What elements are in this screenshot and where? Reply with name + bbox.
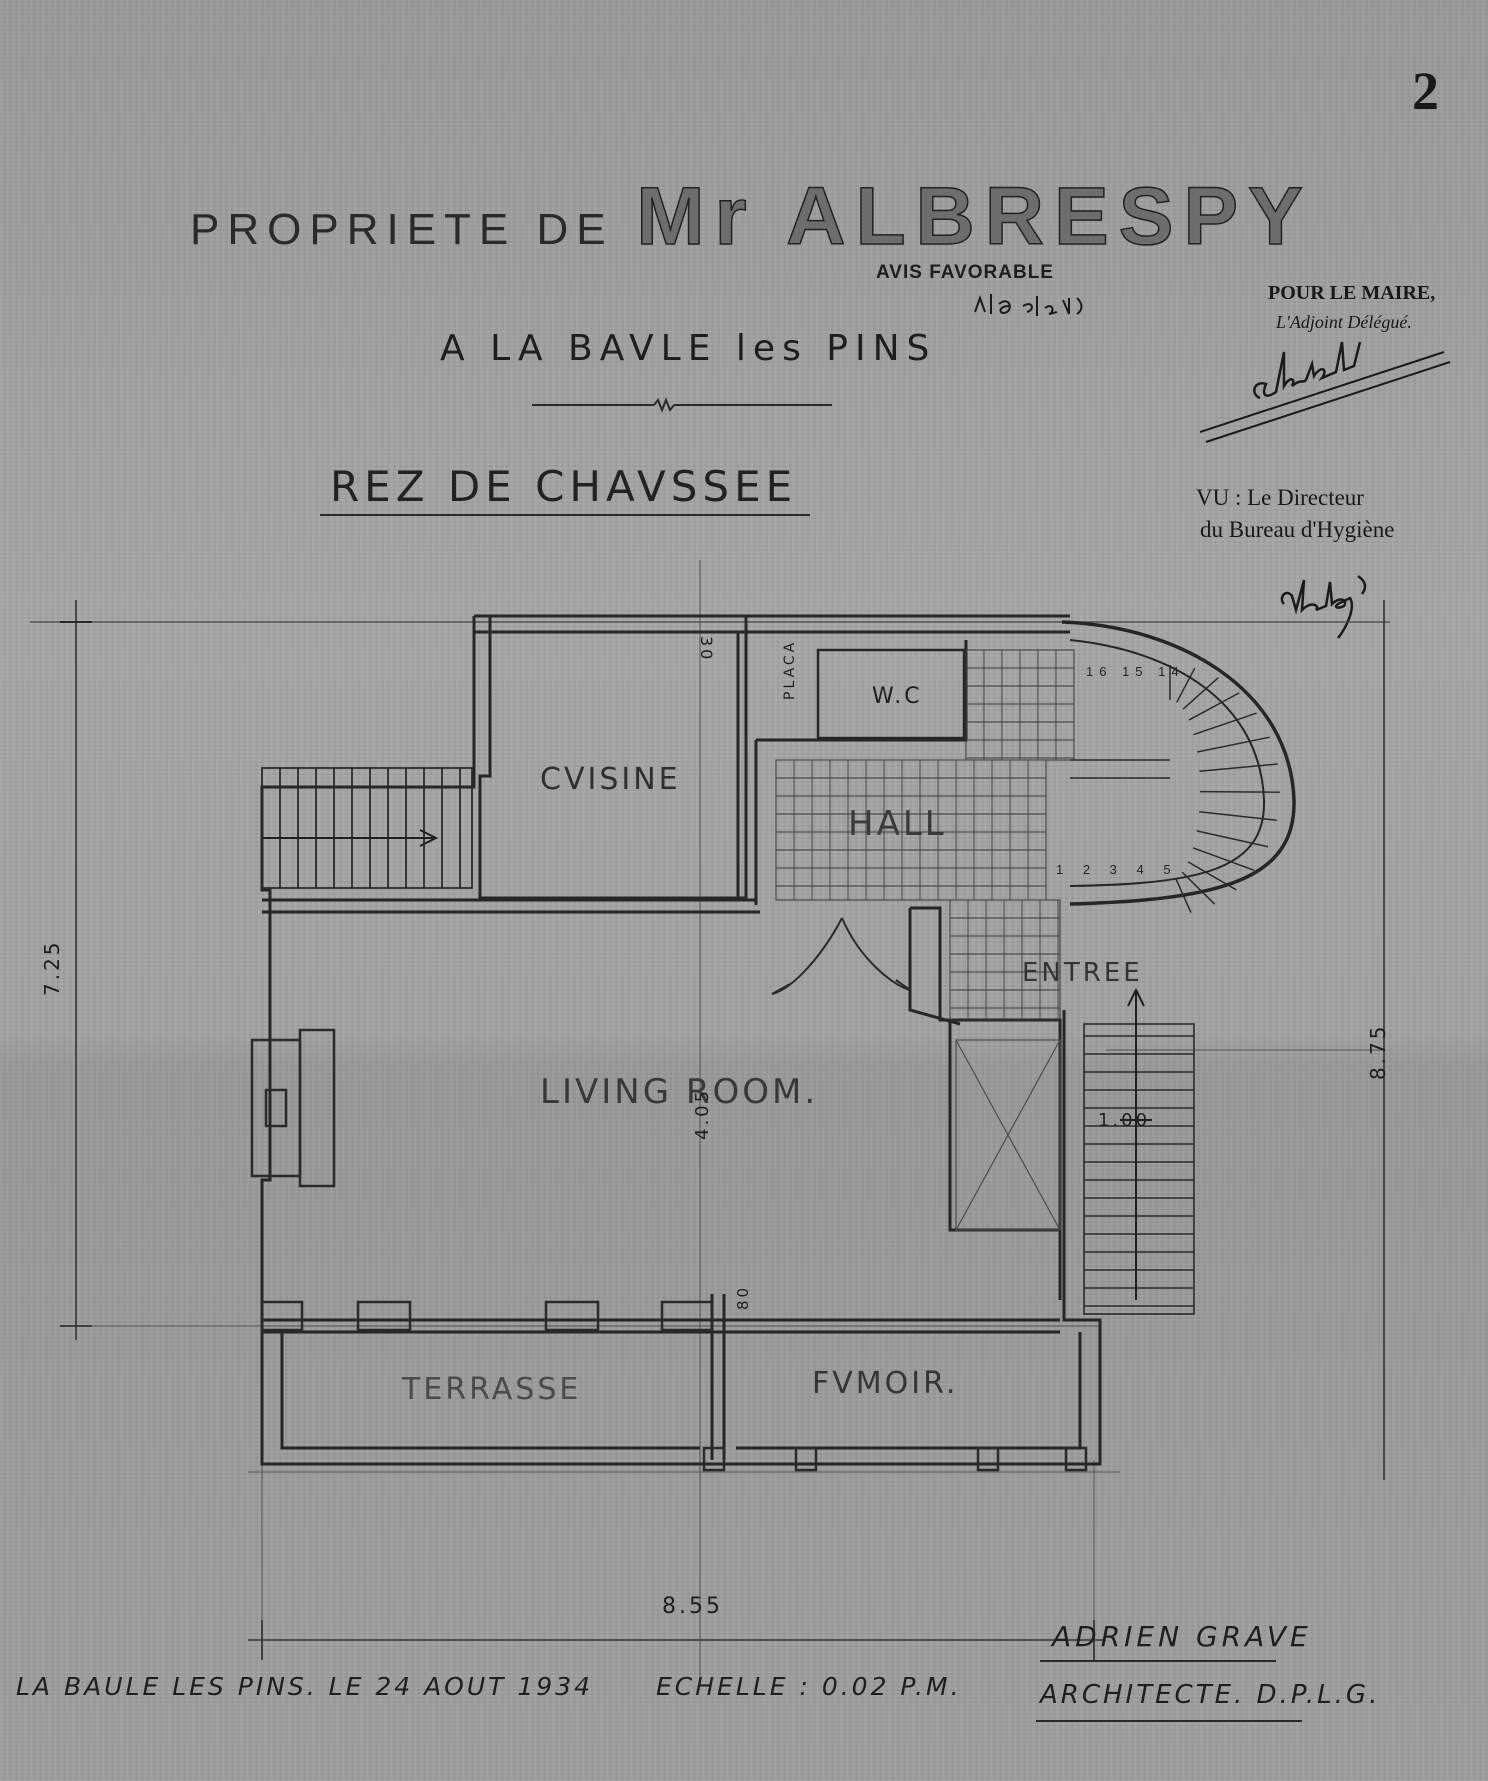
piers	[260, 1300, 1088, 1472]
room-label-terrasse: TERRASSE	[402, 1372, 582, 1407]
dimension-bottom-width: 8.55	[662, 1594, 723, 1619]
plan-line	[1181, 871, 1216, 905]
floor-name: REZ DE CHAVSSEE	[330, 462, 798, 511]
plan-line	[1199, 790, 1280, 793]
dimension-left-height: 7.25	[40, 939, 64, 996]
footer-place-date: LA BAULE LES PINS. LE 24 AOUT 1934	[16, 1672, 593, 1701]
room-label-placard: PLACA	[782, 639, 798, 700]
plan-line	[1188, 692, 1240, 721]
avis-favorable-stamp: AVIS FAVORABLE	[876, 262, 1054, 283]
floor-name-underline	[320, 514, 810, 516]
room-label-entree: ENTREE	[1022, 958, 1143, 988]
plan-line	[1182, 677, 1219, 710]
dimension-pier-80: 80	[734, 1284, 752, 1310]
maire-stamp-line2: L'Adjoint Délégué.	[1276, 312, 1412, 332]
plan-line	[1175, 878, 1192, 914]
fireplace	[250, 1028, 336, 1188]
plan-line	[1199, 811, 1277, 821]
spiral-stair	[1070, 665, 1280, 914]
dimension-living-depth: 4.05	[692, 1087, 713, 1140]
stair-under-hatching	[955, 1039, 1061, 1231]
plan-line	[1196, 830, 1269, 848]
signature-maire	[1200, 341, 1451, 443]
dimension-lines	[30, 560, 1390, 1680]
walls	[260, 614, 1296, 1466]
architect-name: ADRIEN GRAVE	[1052, 1620, 1312, 1653]
plan-line	[1197, 736, 1270, 753]
room-label-wc: W.C	[872, 684, 923, 709]
dimension-door-30: 30	[697, 636, 716, 663]
tile-grid-lines	[775, 649, 1075, 1020]
plan-line	[1192, 847, 1255, 872]
architect-name-underline	[1040, 1660, 1276, 1662]
stair-arrow	[1120, 987, 1152, 1300]
stair-step-numbers-upper: 16 15 14	[1086, 664, 1185, 679]
page-number: 2	[1412, 61, 1439, 121]
architect-title-underline	[1036, 1720, 1302, 1722]
dimension-right-height: 8.75	[1366, 1023, 1390, 1080]
footer-scale: ECHELLE : 0.02 P.M.	[656, 1672, 962, 1701]
architect-title: ARCHITECTE. D.P.L.G.	[1040, 1680, 1381, 1710]
maire-stamp-line1: POUR LE MAIRE,	[1268, 282, 1436, 304]
page-title: PROPRIETE DE Mr ALBRESPY	[190, 170, 1313, 264]
left-stair-arrow	[262, 829, 439, 847]
title-owner: Mr ALBRESPY	[636, 170, 1313, 263]
plan-line	[1193, 712, 1257, 736]
door-swing	[771, 917, 911, 995]
signature-avis	[974, 294, 1083, 316]
right-stair	[1083, 1023, 1195, 1315]
plan-line	[1176, 667, 1196, 703]
room-label-fumoir: FVMOIR.	[812, 1366, 959, 1401]
hygiene-stamp-line1: VU : Le Directeur	[1196, 485, 1364, 510]
dimension-stair-width: 1.00	[1098, 1110, 1151, 1131]
hygiene-stamp-line2: du Bureau d'Hygiène	[1200, 517, 1395, 542]
room-label-cuisine: CVISINE	[540, 762, 681, 797]
stair-step-numbers-lower: 1 2 3 4 5	[1056, 862, 1179, 877]
left-stair	[261, 767, 473, 889]
plan-line	[1199, 763, 1278, 773]
room-label-living: LIVING ROOM.	[540, 1072, 819, 1112]
title-rule	[532, 397, 832, 413]
title-prefix: PROPRIETE DE	[190, 205, 614, 254]
signature-hygiene	[1280, 574, 1367, 639]
room-label-hall: HALL	[848, 804, 947, 844]
plan-line	[1187, 861, 1237, 891]
location-label: A LA BAVLE les PINS	[440, 328, 937, 369]
